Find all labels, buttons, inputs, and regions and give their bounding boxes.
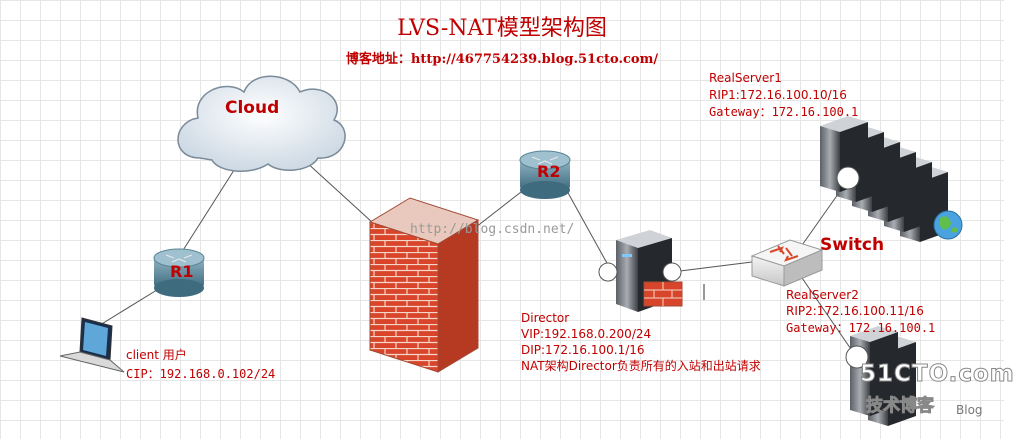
realserver2-interface xyxy=(845,345,869,369)
logo-tag: Blog xyxy=(956,403,983,417)
cloud-icon xyxy=(177,75,346,172)
watermark-url: http://blog.csdn.net/ xyxy=(410,222,575,237)
realserver2-gateway: Gateway：172.16.100.1 xyxy=(786,321,936,335)
cloud-label: Cloud xyxy=(225,98,280,118)
router-r2-icon xyxy=(519,150,571,199)
client-name: client 用户 xyxy=(126,348,187,362)
router-r1-icon xyxy=(153,248,205,297)
globe-icon xyxy=(933,210,963,240)
realserver1-gateway: Gateway：172.16.100.1 xyxy=(709,105,859,119)
blog-address: 博客地址：http://467754239.blog.51cto.com/ xyxy=(345,52,659,67)
link-client-r1 xyxy=(99,284,166,326)
client-ip: CIP：192.168.0.102/24 xyxy=(126,367,276,381)
link-director-switch xyxy=(671,261,753,273)
switch-icon xyxy=(750,239,824,287)
logo-brand: 51CTO.com xyxy=(860,361,1015,387)
director-interface-dip xyxy=(662,262,682,282)
diagram-title: LVS-NAT模型架构图 xyxy=(397,16,607,41)
director-interface-vip xyxy=(598,262,618,282)
director-name: Director xyxy=(521,311,570,325)
realserver2-name: RealServer2 xyxy=(786,288,859,302)
switch-label: Switch xyxy=(820,235,885,255)
link-switch-rs2 xyxy=(799,274,856,356)
firewall-icon xyxy=(368,197,480,373)
laptop-icon xyxy=(59,317,125,373)
logo-tagline: 技术博客 xyxy=(866,396,935,416)
r1-label: R1 xyxy=(170,262,194,281)
realserver2-rip: RIP2:172.16.100.11/16 xyxy=(786,304,924,318)
realserver1-interface xyxy=(836,166,860,190)
r2-label: R2 xyxy=(537,162,561,181)
realserver1-name: RealServer1 xyxy=(709,71,782,85)
realserver1-rip: RIP1:172.16.100.10/16 xyxy=(709,88,847,102)
director-note: NAT架构Director负责所有的入站和出站请求 xyxy=(521,359,761,373)
director-dip: DIP:172.16.100.1/16 xyxy=(521,343,645,357)
link-r2-director xyxy=(561,181,609,266)
director-vip: VIP:192.168.0.200/24 xyxy=(521,327,652,341)
director-server-icon xyxy=(616,230,683,312)
